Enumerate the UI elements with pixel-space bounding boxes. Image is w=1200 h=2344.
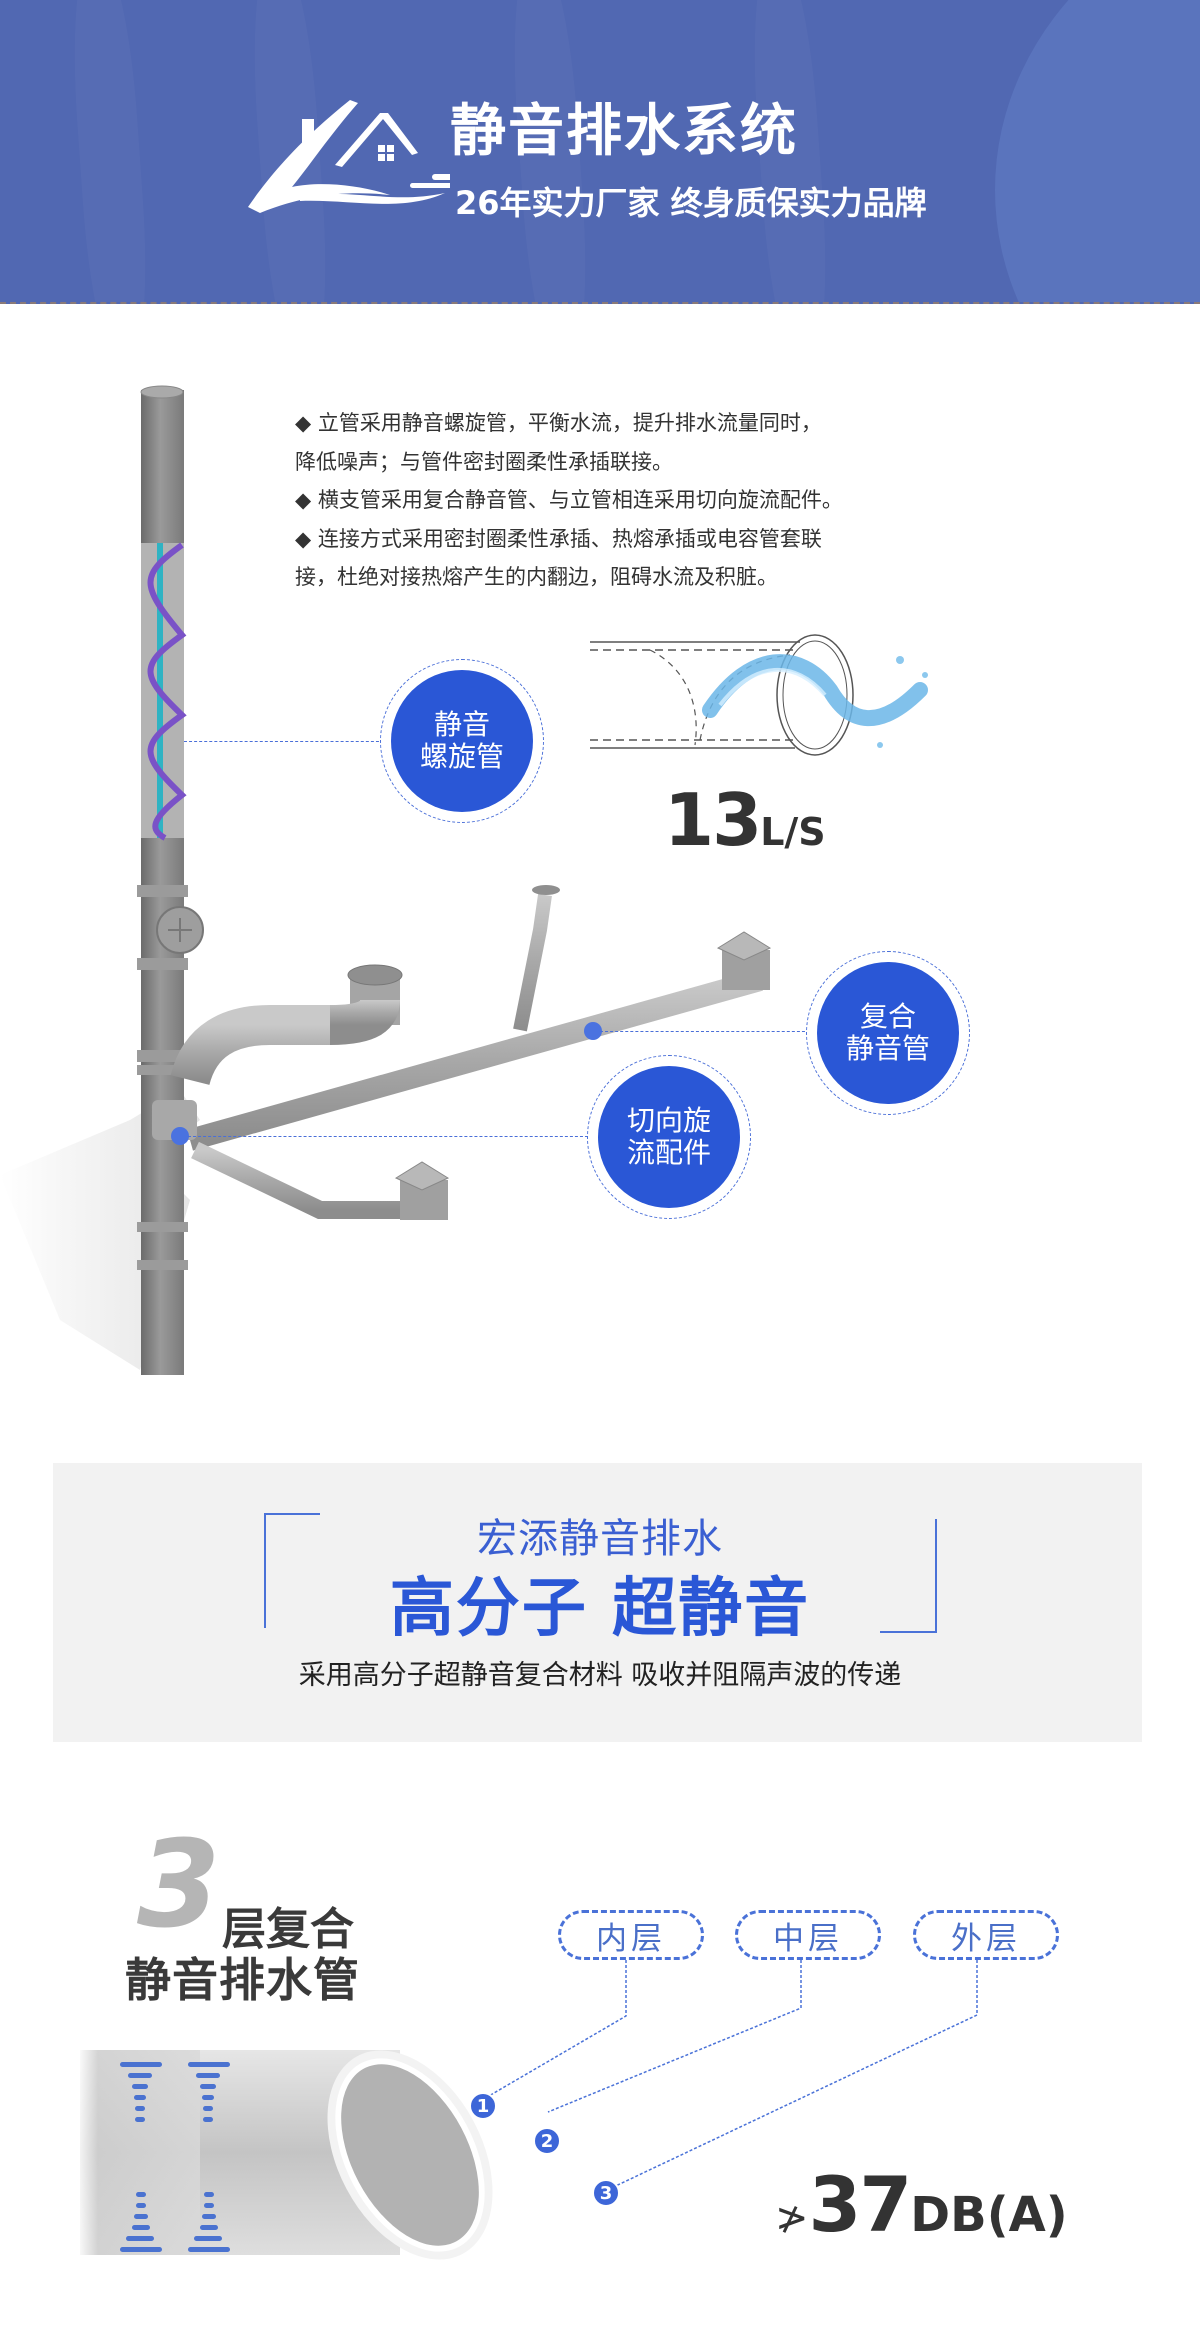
callout-spiral-pipe: 静音 螺旋管 bbox=[380, 659, 544, 823]
layer-leader-lines bbox=[481, 1960, 978, 2192]
layer-badge-1: 1 bbox=[469, 2092, 497, 2120]
flow-rate-unit: L/S bbox=[760, 810, 826, 854]
layer-badge-3: 3 bbox=[592, 2179, 620, 2207]
callout-anchor-dot bbox=[171, 1127, 189, 1145]
layer-label-inner: 内层 bbox=[558, 1910, 704, 1960]
callout-label: 静音管 bbox=[845, 1032, 930, 1065]
background-stripe bbox=[66, 0, 154, 302]
callout-connector-line bbox=[184, 741, 384, 742]
noise-unit: DB(A) bbox=[910, 2187, 1068, 2243]
callout-label: 流配件 bbox=[626, 1136, 711, 1169]
feature-line: ◆ 横支管采用复合静音管、与立管相连采用切向旋流配件。 bbox=[295, 488, 843, 512]
callout-tangential-fitting: 切向旋 流配件 bbox=[587, 1055, 751, 1219]
layer-count-number: 3 bbox=[137, 1816, 221, 1955]
callout-connector-line bbox=[188, 1136, 593, 1137]
feature-line: ◆ 立管采用静音螺旋管，平衡水流，提升排水流量同时， bbox=[295, 411, 822, 435]
callout-label: 静音 bbox=[433, 708, 490, 741]
bracket-left-horizontal bbox=[264, 1513, 320, 1515]
callout-anchor-dot bbox=[584, 1022, 602, 1040]
noise-value: 37 bbox=[808, 2160, 913, 2249]
band-subtitle: 宏添静音排水 bbox=[477, 1516, 723, 1562]
callout-label: 螺旋管 bbox=[419, 740, 504, 773]
layer-title-line2: 静音排水管 bbox=[125, 1953, 360, 2007]
highlight-band bbox=[53, 1463, 1142, 1742]
flow-rate: 13L/S bbox=[664, 778, 826, 862]
flow-rate-value: 13 bbox=[664, 778, 762, 862]
house-logo-icon bbox=[248, 100, 450, 213]
callout-composite-pipe: 复合 静音管 bbox=[806, 951, 970, 1115]
bracket-right-vertical bbox=[935, 1519, 937, 1633]
band-description: 采用高分子超静音复合材料 吸收并阻隔声波的传递 bbox=[298, 1660, 902, 1691]
noise-level: ≯37DB(A) bbox=[775, 2160, 1068, 2249]
header-banner: 静音排水系统 26年实力厂家 终身质保实力品牌 bbox=[0, 0, 1200, 304]
layer-label-middle: 中层 bbox=[735, 1910, 881, 1960]
feature-line: 降低噪声；与管件密封圈柔性承插联接。 bbox=[295, 449, 673, 474]
band-title: 高分子 超静音 bbox=[389, 1572, 811, 1646]
pipe-system-illustration bbox=[0, 385, 772, 1375]
page-subtitle: 26年实力厂家 终身质保实力品牌 bbox=[455, 184, 927, 222]
pipe-cross-section-illustration bbox=[80, 2050, 493, 2260]
callout-label: 复合 bbox=[859, 1000, 916, 1033]
page-title: 静音排水系统 bbox=[450, 99, 798, 164]
not-greater-than-icon: ≯ bbox=[775, 2195, 809, 2241]
callout-label: 切向旋 bbox=[626, 1104, 711, 1137]
bracket-left-vertical bbox=[264, 1513, 266, 1628]
water-flow-illustration bbox=[590, 634, 928, 756]
layer-label-outer: 外层 bbox=[913, 1910, 1059, 1960]
feature-line: 接，杜绝对接热熔产生的内翻边，阻碍水流及积脏。 bbox=[295, 565, 778, 589]
feature-line: ◆ 连接方式采用密封圈柔性承插、热熔承插或电容管套联 bbox=[295, 526, 822, 551]
layer-badge-2: 2 bbox=[533, 2127, 561, 2155]
callout-connector-line bbox=[600, 1031, 810, 1032]
header-arc-decoration bbox=[995, 0, 1200, 302]
bracket-right-horizontal bbox=[880, 1631, 937, 1633]
layer-title-line1: 层复合 bbox=[222, 1904, 354, 1955]
features-list: ◆ 立管采用静音螺旋管，平衡水流，提升排水流量同时， 降低噪声；与管件密封圈柔性… bbox=[295, 404, 895, 597]
